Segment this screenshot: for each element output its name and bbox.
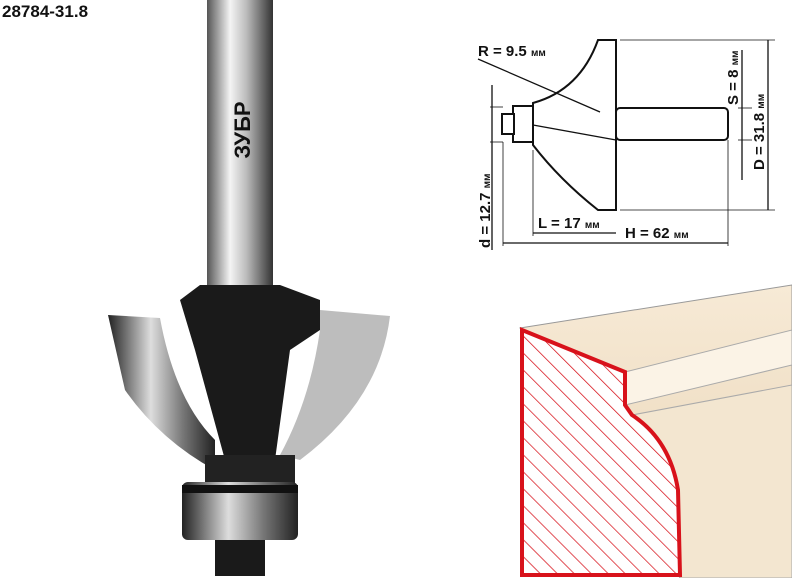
height-label: H = 62 мм [625, 225, 689, 242]
cutter-body [180, 285, 320, 460]
length-label: L = 17 мм [538, 215, 600, 232]
product-code: 28784-31.8 [2, 2, 89, 21]
diameter-label: D = 31.8 мм [751, 94, 768, 170]
brand-logo: ЗУБР [230, 101, 255, 158]
radius-label: R = 9.5 мм [478, 43, 546, 60]
shank-label: S = 8 мм [725, 51, 742, 105]
dimension-drawing [477, 39, 775, 250]
router-bit-photo: ЗУБР [108, 0, 390, 576]
cutter-blade-right [280, 310, 390, 460]
cutter-blade-left [108, 315, 215, 470]
profile-illustration [519, 284, 792, 578]
shank [207, 0, 273, 290]
bearing [182, 482, 298, 540]
profile-cross-section [520, 327, 683, 577]
collar [205, 455, 295, 483]
bearing-screw [215, 540, 265, 576]
bearing-label: d = 12.7 мм [477, 174, 494, 248]
